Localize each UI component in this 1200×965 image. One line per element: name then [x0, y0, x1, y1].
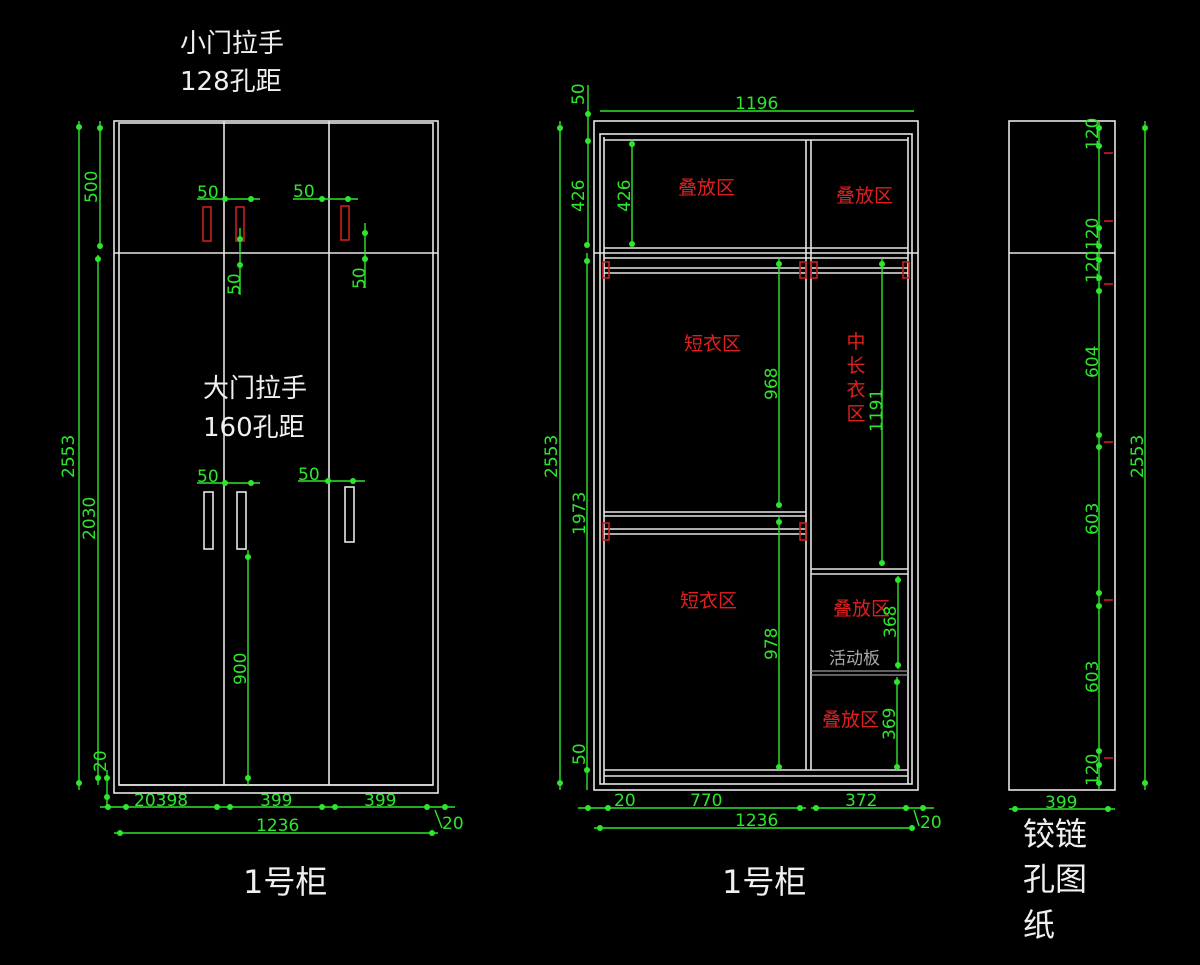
dim-seg-1: 604 — [1083, 346, 1103, 378]
dim-fold-bottom-height: 369 — [880, 708, 900, 740]
dim-small-handle-offset-1: 50 — [197, 183, 219, 203]
dim-fold-mid-height: 368 — [881, 606, 901, 638]
hinge-view-title-line2: 孔图 — [1023, 860, 1087, 898]
front-cabinet-outline — [113, 120, 439, 794]
dim-side-gap: 20 — [442, 814, 464, 834]
dim-total-width: 1236 — [735, 811, 778, 831]
dim-lower-height: 1973 — [570, 492, 590, 535]
dim-left-width: 770 — [690, 791, 722, 811]
interior-inner-outline — [599, 133, 913, 785]
dim-width: 399 — [1045, 793, 1077, 813]
large-handle-note-line1: 大门拉手 — [203, 374, 307, 404]
dim-total-height: 2553 — [59, 435, 79, 478]
interior-view: 叠放区 叠放区 短衣区 短衣区 叠放区 活动板 叠放区 1196 50 426 … — [542, 83, 942, 901]
front-cabinet-inner-outline — [118, 122, 434, 786]
dim-top-2: 120 — [1083, 218, 1103, 250]
large-handle-icon — [344, 486, 355, 543]
hinge-door-outline — [1008, 120, 1116, 791]
rail-bracket-icon — [602, 522, 610, 541]
dim-small-handle-drop-2: 50 — [350, 267, 370, 289]
dim-large-handle-offset-1: 50 — [197, 467, 219, 487]
dim-width-seg-3: 399 — [364, 791, 396, 811]
zone-short-lower: 短衣区 — [680, 590, 737, 612]
dim-top-height-outer: 426 — [569, 180, 589, 212]
dim-top-height: 500 — [82, 171, 102, 203]
dim-bottom-gap: 50 — [570, 743, 590, 765]
dim-total-height: 2553 — [1128, 435, 1148, 478]
dim-handle-height: 900 — [231, 653, 251, 685]
dim-bottom-gap: 20 — [91, 750, 111, 772]
dim-total-width: 1236 — [256, 816, 299, 836]
hinge-view: 120 120 120 604 603 603 120 2553 399 铰链 … — [1008, 118, 1148, 944]
dim-width-seg-1: 20398 — [134, 791, 188, 811]
zone-short-upper: 短衣区 — [684, 333, 741, 355]
small-handle-note-line2: 128孔距 — [180, 67, 282, 97]
dim-right-width: 372 — [845, 791, 877, 811]
interior-view-title: 1号柜 — [722, 863, 806, 901]
interior-outer-outline — [593, 120, 919, 791]
dim-inner-width: 1196 — [735, 94, 778, 114]
rail-bracket-icon — [810, 261, 818, 279]
zone-fold-mid: 叠放区 — [833, 598, 890, 620]
front-view: 小门拉手 128孔距 大门拉手 160孔距 2553 500 2030 20 5… — [59, 29, 464, 901]
zone-mid-long: 中长衣区 — [846, 331, 866, 425]
zone-fold-top-left: 叠放区 — [678, 177, 735, 199]
dim-lower-1: 120 — [1083, 251, 1103, 283]
dim-left-gap: 20 — [614, 791, 636, 811]
hinge-view-title-line3: 纸 — [1023, 906, 1055, 944]
dim-short-upper-height: 968 — [762, 368, 782, 400]
dim-small-handle-drop-1: 50 — [225, 273, 245, 295]
dim-top-gap: 50 — [569, 83, 589, 105]
small-handle-note-line1: 小门拉手 — [180, 29, 284, 59]
dim-short-lower-height: 978 — [762, 628, 782, 660]
rail-bracket-icon — [799, 522, 807, 541]
dim-large-handle-offset-2: 50 — [298, 465, 320, 485]
small-handle-icon — [340, 205, 350, 241]
rail-bracket-icon — [602, 261, 610, 279]
rail-bracket-icon — [902, 261, 910, 279]
hinge-view-title-line1: 铰链 — [1023, 815, 1087, 853]
dim-top-height-inner: 426 — [615, 180, 635, 212]
large-handle-icon — [203, 491, 214, 550]
dim-small-handle-offset-2: 50 — [293, 182, 315, 202]
zone-fold-bottom: 叠放区 — [822, 709, 879, 731]
dim-side-gap: 20 — [920, 813, 942, 833]
front-view-title: 1号柜 — [243, 863, 327, 901]
dim-seg-3: 603 — [1083, 661, 1103, 693]
large-handle-note-line2: 160孔距 — [203, 413, 305, 443]
dim-mid-long-height: 1191 — [867, 389, 887, 432]
dim-total-height: 2553 — [542, 435, 562, 478]
dim-seg-2: 603 — [1083, 503, 1103, 535]
movable-shelf-label: 活动板 — [829, 649, 880, 669]
dim-bottom: 120 — [1083, 754, 1103, 786]
dim-width-seg-2: 399 — [260, 791, 292, 811]
large-handle-icon — [236, 491, 247, 550]
dim-top-1: 120 — [1083, 118, 1103, 150]
small-handle-icon — [202, 206, 212, 242]
rail-bracket-icon — [799, 261, 807, 279]
zone-fold-top-right: 叠放区 — [836, 185, 893, 207]
dim-lower-height: 2030 — [80, 497, 100, 540]
